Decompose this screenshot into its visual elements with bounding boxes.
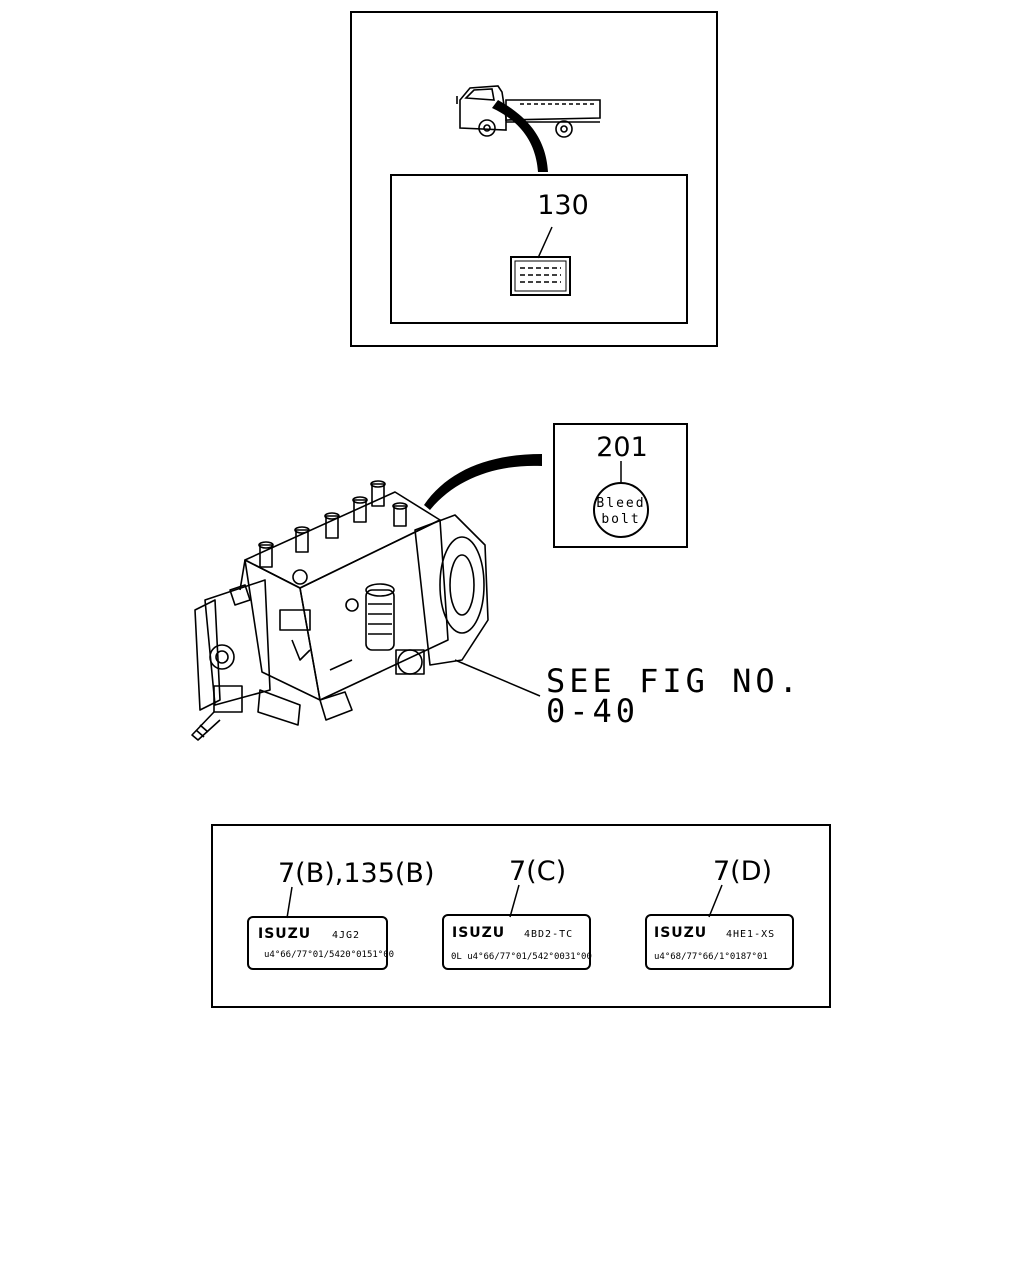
leader-line-7d [708, 884, 723, 918]
isuzu-logo-b: ISUZU [258, 926, 311, 942]
isuzu-logo-c: ISUZU [452, 925, 505, 941]
labels-panel: 7(B),135(B) ISUZU 4JG2 u4°66/77°01/5420°… [211, 824, 831, 1008]
serial-b: u4°66/77°01/5420°0151°00 [264, 950, 394, 960]
model-plate-b: 7(B),135(B) ISUZU 4JG2 u4°66/77°01/5420°… [247, 858, 434, 970]
bleed-bolt-circle [593, 482, 649, 538]
leader-line-130 [537, 226, 553, 259]
callout-130: 130 [537, 190, 589, 221]
injection-pump-illustration [191, 480, 489, 741]
bleed-pointer-swoosh [424, 454, 542, 510]
callout-201: 201 [596, 432, 648, 463]
model-c: 4BD2-TC [524, 929, 573, 940]
bleed-bolt-frame [553, 423, 688, 548]
leader-line-7b [286, 886, 293, 919]
see-fig-leader [454, 659, 541, 697]
see-fig-line1: SEE FIG NO. [546, 662, 802, 700]
callout-7b-135b: 7(B),135(B) [278, 858, 434, 889]
callout-7d: 7(D) [713, 856, 772, 887]
callout-7c: 7(C) [509, 856, 566, 887]
bleed-label-line2: bolt [601, 512, 640, 527]
pointer-swoosh [492, 100, 548, 172]
serial-c: 0L u4°66/77°01/542°0031°00 [451, 952, 592, 962]
labels-panel-frame [211, 824, 831, 1008]
see-fig-line2: 0-40 [546, 692, 639, 730]
serial-d: u4°68/77°66/1°0187°01 [654, 952, 768, 962]
model-plate-d: 7(D) ISUZU 4HE1-XS u4°68/77°66/1°0187°01 [645, 856, 794, 970]
leader-line-7c [509, 884, 520, 918]
top-panel-frame [350, 11, 718, 347]
model-b: 4JG2 [332, 930, 360, 941]
pump-section: 201 Bleed bolt [191, 423, 802, 741]
top-panel: 130 [350, 11, 718, 347]
isuzu-logo-d: ISUZU [654, 925, 707, 941]
model-d: 4HE1-XS [726, 929, 775, 940]
caution-plate [510, 256, 571, 296]
label-130-frame [390, 174, 688, 324]
model-plate-c: 7(C) ISUZU 4BD2-TC 0L u4°66/77°01/542°00… [442, 856, 592, 970]
bleed-label-line1: Bleed [596, 496, 645, 511]
